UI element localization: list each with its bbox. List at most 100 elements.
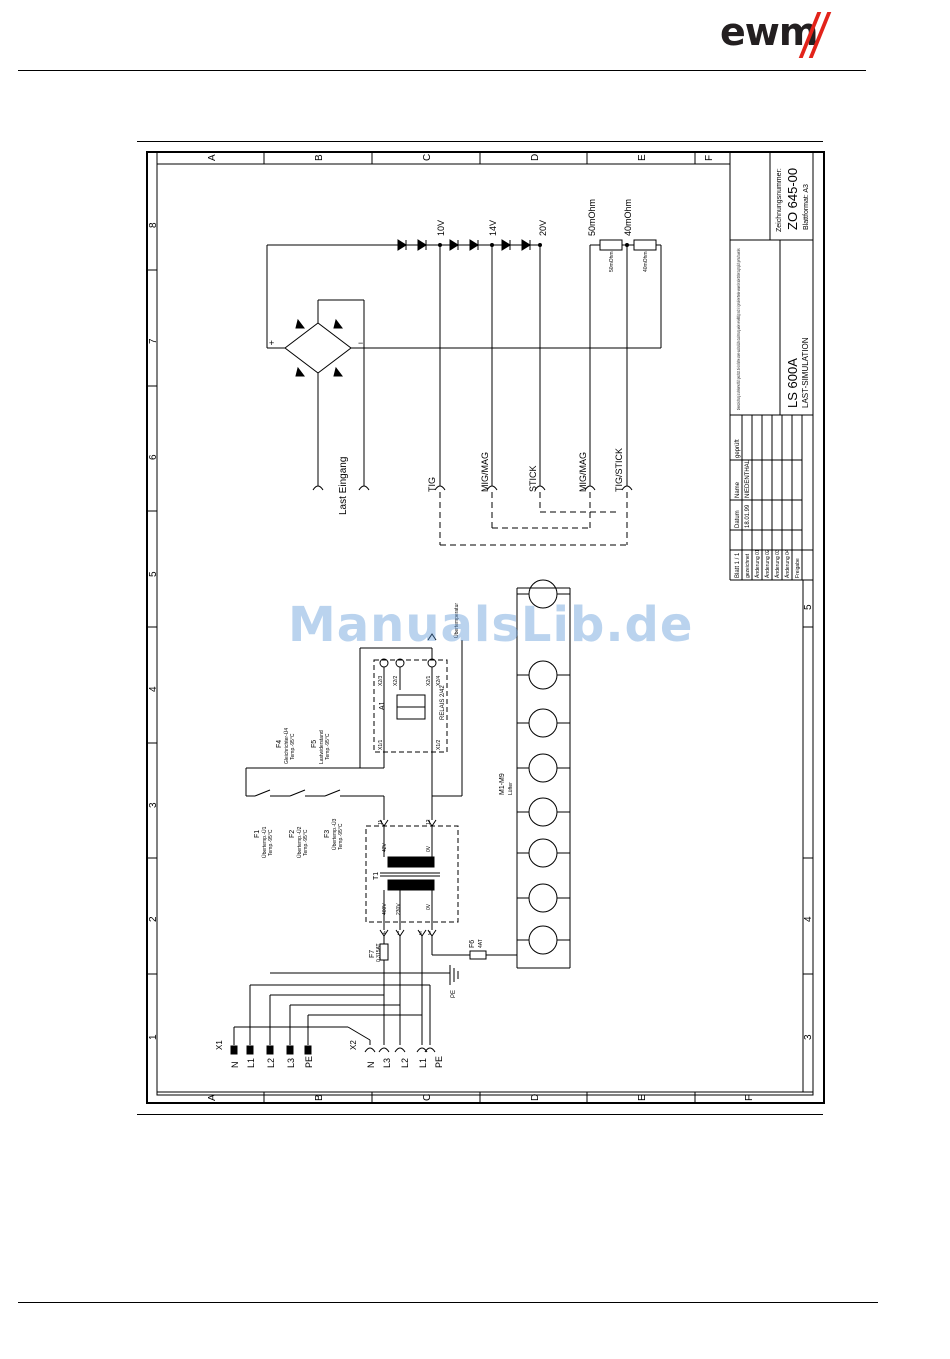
col-label-a-bottom: A [207, 1094, 218, 1101]
label-x2-pe: PE [434, 1056, 444, 1068]
label-tv-3: 3 [419, 931, 422, 937]
release-label: Freigabe [795, 558, 801, 578]
copyright-note: Diese Zeichnung ist urheberrechtlich ges… [736, 248, 741, 410]
change-01: Änderung 01 [754, 549, 761, 578]
col-label-c-top: C [422, 154, 433, 161]
row-label-1: 1 [148, 1034, 159, 1040]
label-f4: F4 [276, 740, 283, 748]
label-f3-temp: Temp.-95°C [338, 823, 344, 850]
col-label-e-bottom: E [637, 1094, 648, 1101]
label-plus: + [269, 338, 274, 348]
label-relais: RELAIS 2/42 [440, 685, 446, 720]
col-label-d-top: D [530, 154, 541, 161]
label-f2: F2 [289, 830, 296, 838]
row-label-2: 2 [148, 916, 159, 922]
row-label-4: 4 [148, 686, 159, 692]
label-x23: X2/3 [378, 675, 384, 686]
label-tv-2: 2 [428, 931, 431, 937]
label-f5-temp: Temp.-95°C [325, 733, 331, 760]
label-tig: TIG [427, 477, 437, 492]
footer-rule [18, 1302, 878, 1303]
label-mig-mag-1: MIG/MAG [480, 452, 490, 492]
col-checked-header: geprüft [735, 439, 741, 458]
change-02: Änderung 02 [764, 549, 771, 578]
row-label-4-right: 4 [803, 916, 814, 922]
label-a1: A1 [379, 701, 386, 710]
label-f5-desc: Lastwiderstand [319, 730, 325, 764]
label-x22: X2/2 [393, 675, 399, 686]
label-x1: X1 [215, 1040, 224, 1050]
label-x2-l2: L2 [400, 1058, 410, 1068]
col-label-f-bottom: F [744, 1095, 755, 1101]
label-tv-4: 4 [383, 931, 386, 937]
label-x1-l3: L3 [286, 1058, 296, 1068]
label-last-eingang: Last Eingang [338, 457, 349, 515]
row-label-5-right: 5 [803, 604, 814, 610]
label-tap-11: 11 [378, 820, 384, 825]
label-x1-l1: L1 [246, 1058, 256, 1068]
row-label-8: 8 [148, 222, 159, 228]
product-name: LS 600A [785, 358, 800, 408]
label-f1-desc: Übertemp.-Ü1 [261, 826, 268, 858]
label-14v: 14V [488, 220, 498, 236]
drawn-label: gezeichnet [745, 553, 751, 578]
col-label-e-top: E [637, 154, 648, 161]
product-subtitle: LAST-SIMULATION [801, 337, 810, 408]
label-x2-n: N [366, 1062, 376, 1069]
label-10v: 10V [436, 220, 446, 236]
change-03: Änderung 03 [774, 549, 781, 578]
label-tr-230v: 230V [396, 903, 402, 915]
label-x1-n: N [230, 1062, 240, 1069]
label-x11: X1/1 [378, 739, 384, 750]
label-stick: STICK [528, 465, 538, 492]
col-label-b-bottom: B [314, 1094, 325, 1101]
label-40mohm: 40mOhm [623, 199, 633, 236]
label-f4-desc: Gleichrichter-Ü4 [283, 728, 290, 764]
col-label-c-bottom: C [422, 1094, 433, 1101]
label-f3: F3 [324, 830, 331, 838]
label-f2-desc: Übertemp.-Ü2 [296, 826, 303, 858]
label-minus: − [358, 338, 363, 348]
label-motors-sub: Lüfter [508, 782, 514, 795]
label-pe-ground: PE [451, 990, 457, 998]
drawn-date: 18.01.99 [745, 504, 751, 528]
label-f5: F5 [311, 740, 318, 748]
col-label-d-bottom: D [530, 1094, 541, 1101]
logo-text: ewm [720, 10, 818, 54]
label-x21: X2/1 [426, 675, 432, 686]
label-x2: X2 [349, 1040, 358, 1050]
drawing-number-label: Zeichnungsnummer: [776, 168, 783, 232]
label-tr-0v: 0V [426, 903, 432, 910]
label-f1: F1 [254, 830, 261, 838]
header-rule [18, 70, 866, 71]
label-f2-temp: Temp.-95°C [303, 829, 309, 856]
frame-top-rule [137, 141, 823, 142]
label-x1-l2: L2 [266, 1058, 276, 1068]
label-50mohm-small: 50mOhm [609, 251, 615, 272]
drawn-name: NIEDENTHAL [745, 459, 751, 498]
label-uebertemperatur: Übertemperatur [453, 603, 460, 638]
row-label-3: 3 [148, 802, 159, 808]
label-f7-value: 0,315AT [376, 943, 382, 962]
label-mig-mag-2: MIG/MAG [578, 452, 588, 492]
label-x2-l3: L3 [382, 1058, 392, 1068]
label-tap-12: 12 [426, 819, 432, 825]
row-label-6: 6 [148, 454, 159, 460]
label-tr-400v: 400V [382, 903, 388, 915]
col-date-header: Datum [735, 510, 741, 528]
label-f3-desc: Übertemp.-Ü3 [331, 818, 338, 850]
ewm-logo: ewm [720, 10, 855, 58]
label-x2-l1: L1 [418, 1058, 428, 1068]
row-label-7: 7 [148, 338, 159, 344]
col-label-f-top: F [704, 155, 715, 161]
label-x24: X2/4 [436, 675, 442, 686]
label-x1-pe: PE [304, 1056, 314, 1068]
label-f7: F7 [369, 950, 376, 958]
label-50mohm: 50mOhm [587, 199, 597, 236]
col-label-b-top: B [314, 154, 325, 161]
label-tig-stick: TIG/STICK [614, 448, 624, 492]
sheet-format: Blattformat: A3 [803, 184, 810, 230]
sheet-number: Blatt 1 / 1 [735, 552, 741, 578]
label-20v: 20V [538, 220, 548, 236]
